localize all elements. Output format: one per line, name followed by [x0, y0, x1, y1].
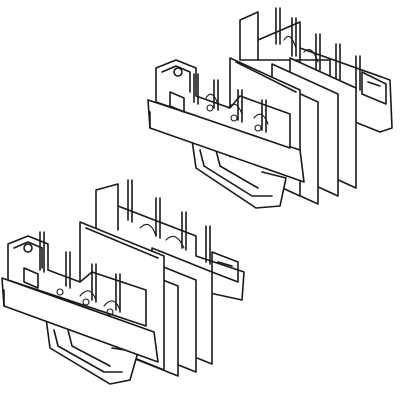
bottom-clip-upper — [191, 139, 287, 209]
bobbin-assembly-lower — [1, 179, 245, 385]
front-pin-header-lower — [1, 231, 159, 363]
pin-row-rear-lower — [127, 179, 211, 265]
pin-row-front-upper — [193, 73, 269, 133]
pin-row-rear-upper — [275, 7, 361, 91]
pin-row-front-lower — [39, 231, 121, 316]
bobbin-assembly-upper — [147, 7, 393, 209]
front-pin-header-upper — [147, 59, 305, 183]
